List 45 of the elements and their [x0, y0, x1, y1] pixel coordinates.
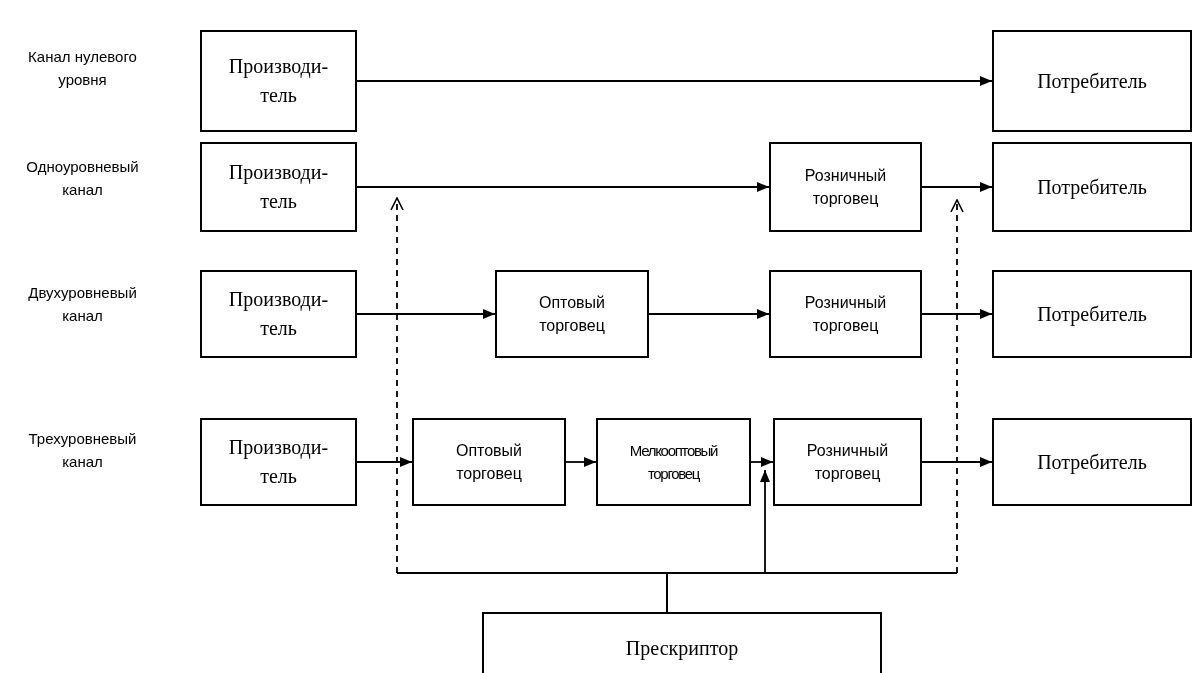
intermediary-box — [412, 418, 566, 506]
channel-label: Трехуровневый канал — [27, 428, 138, 472]
node-text: Производи- тель — [227, 435, 330, 489]
node-text: Розничный торговец — [803, 292, 888, 336]
node-text: Потребитель — [1036, 449, 1148, 476]
actor-box — [992, 270, 1192, 358]
arrow — [356, 457, 413, 467]
arrow — [666, 469, 770, 613]
actor-box — [992, 418, 1192, 506]
node-text: Прескриптор — [624, 635, 740, 662]
actor-box — [200, 270, 357, 358]
intermediary-box — [495, 270, 649, 358]
channel-label: Двухуровневый канал — [27, 282, 138, 326]
arrow — [565, 457, 597, 467]
actor-box — [992, 142, 1192, 232]
intermediary-box — [596, 418, 751, 506]
node-text: Производи- тель — [227, 287, 330, 341]
intermediary-box — [769, 142, 922, 232]
node-text: Потребитель — [1036, 174, 1148, 201]
arrow — [750, 457, 774, 467]
intermediary-box — [769, 270, 922, 358]
arrow — [356, 182, 770, 192]
actor-box — [992, 30, 1192, 132]
node-text: Оптовый торговец — [537, 292, 607, 336]
node-text: Розничный торговец — [805, 440, 890, 484]
arrow — [921, 457, 993, 467]
channel-label: Канал нулевого уровня — [27, 46, 138, 90]
arrow — [356, 76, 993, 86]
arrow — [648, 309, 770, 319]
actor-box — [200, 30, 357, 132]
node-text: Розничный торговец — [803, 165, 888, 209]
node-text: Потребитель — [1036, 301, 1148, 328]
node-text: Производи- тель — [227, 54, 330, 108]
intermediary-box — [773, 418, 922, 506]
arrow — [356, 309, 496, 319]
arrow — [921, 182, 993, 192]
prescriptor-box — [482, 612, 882, 673]
node-text: Мелкооптовый торговец — [628, 440, 719, 484]
node-text: Оптовый торговец — [454, 440, 524, 484]
arrow — [921, 309, 993, 319]
channel-label: Одноуровневый канал — [25, 156, 140, 200]
node-text: Потребитель — [1036, 68, 1148, 95]
actor-box — [200, 142, 357, 232]
node-text: Производи- тель — [227, 160, 330, 214]
actor-box — [200, 418, 357, 506]
